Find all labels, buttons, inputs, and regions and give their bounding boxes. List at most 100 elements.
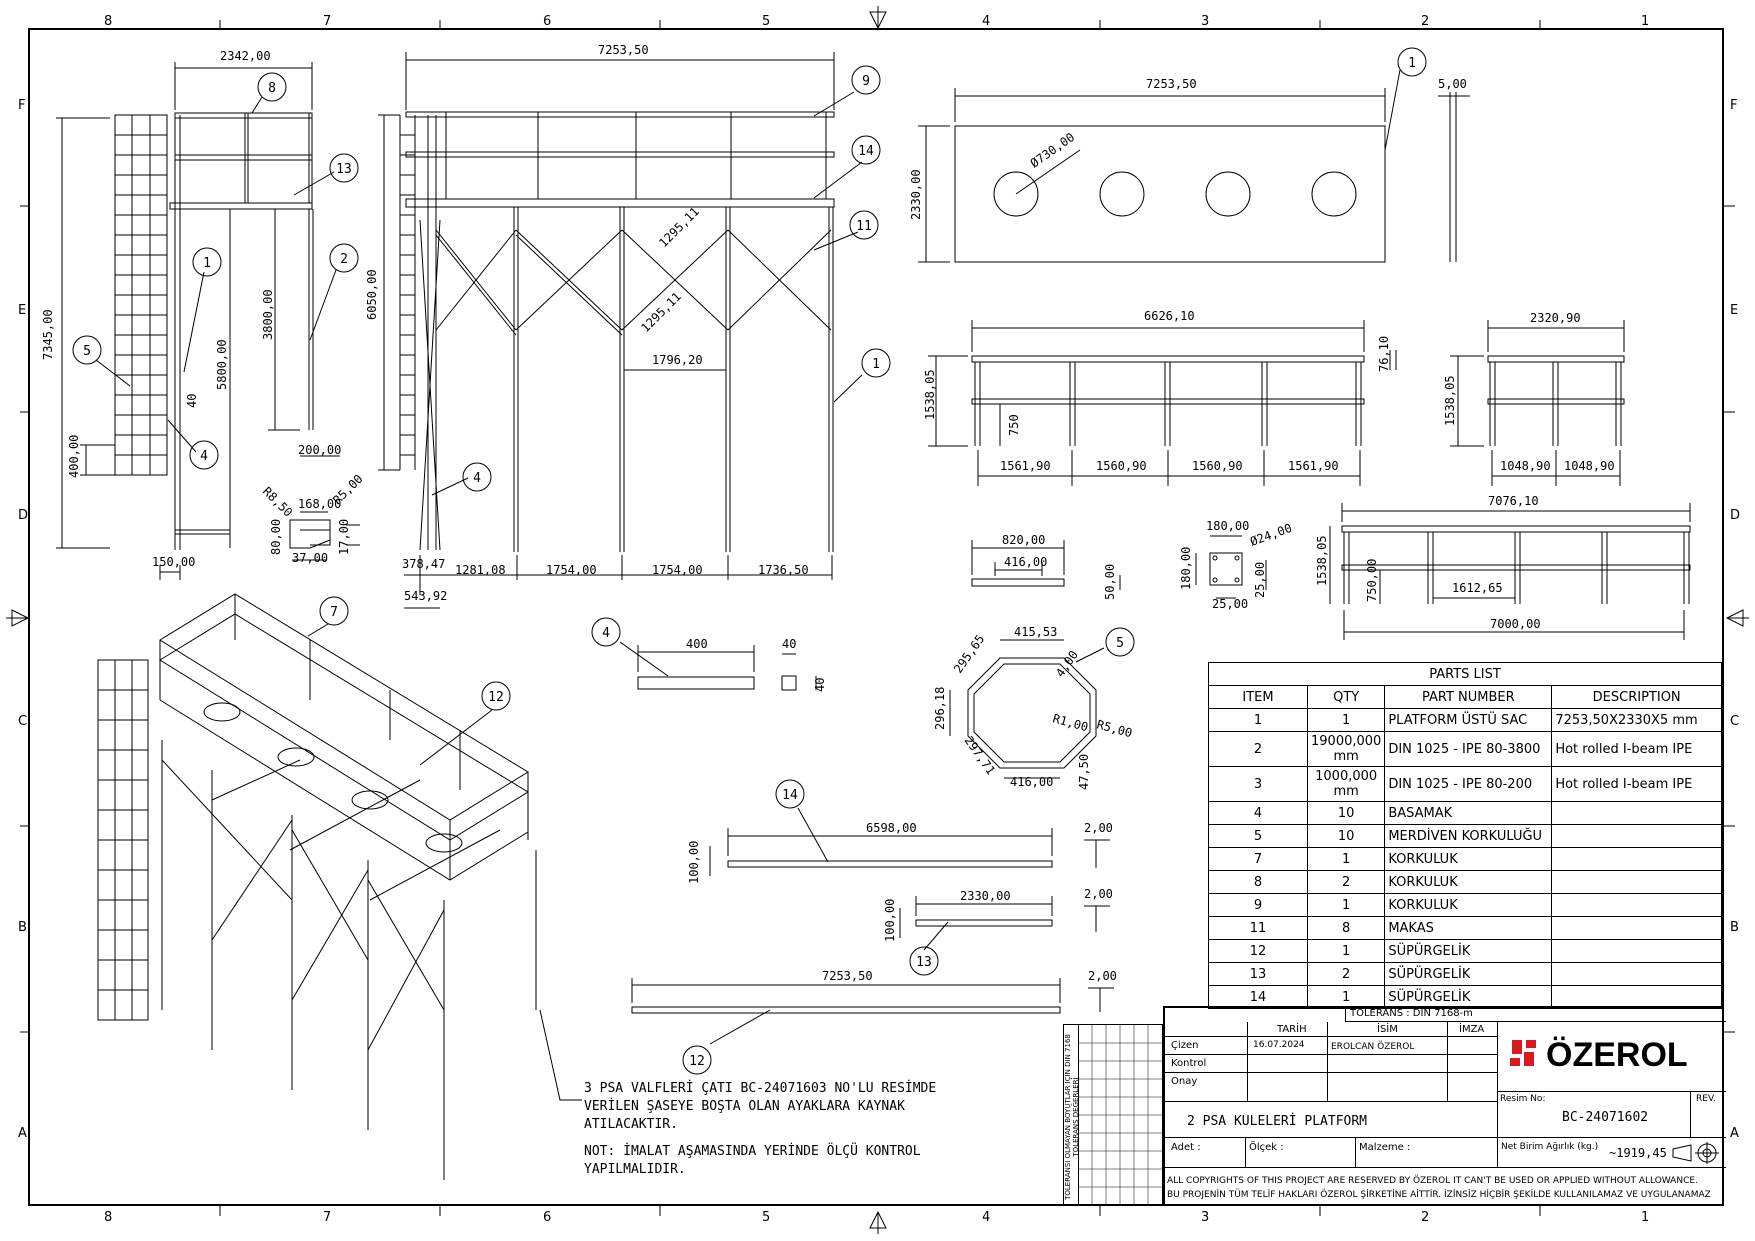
- zone-row: A: [18, 1126, 27, 1141]
- balloon-label: 4: [602, 626, 610, 641]
- dim-label: 1538,05: [1443, 375, 1457, 426]
- parts-list-title: PARTS LIST: [1208, 662, 1722, 686]
- balloon-label: 8: [268, 81, 276, 96]
- toe-boards: [631, 828, 1114, 1014]
- column-header: PART NUMBER: [1384, 685, 1553, 709]
- table-cell: 1000,000 mm: [1306, 766, 1386, 802]
- resim-no-label: Resim No:: [1500, 1094, 1546, 1104]
- table-cell: 12: [1208, 939, 1308, 963]
- table-cell: 2: [1208, 731, 1308, 767]
- drawer-name: EROLCAN ÖZEROL: [1331, 1042, 1415, 1052]
- table-cell: [1551, 916, 1722, 940]
- dim-label: 47,50: [1077, 754, 1091, 790]
- table-cell: 8: [1208, 870, 1308, 894]
- zone-row: F: [18, 98, 26, 113]
- balloon-label: 1: [872, 357, 880, 372]
- balloon-label: 1: [1408, 56, 1416, 71]
- column-header: ITEM: [1208, 685, 1308, 709]
- ladder-cage-octagon: [949, 639, 1097, 779]
- zone-col: 4: [982, 1210, 991, 1225]
- plate-view: [918, 88, 1470, 263]
- imza-header: İMZA: [1459, 1024, 1485, 1035]
- dim-label: 3800,00: [261, 289, 275, 340]
- table-cell: 8: [1306, 916, 1386, 940]
- dim-label: 180,00: [1206, 519, 1249, 533]
- table-cell: DIN 1025 - IPE 80-3800: [1384, 731, 1553, 767]
- zone-col: 3: [1201, 14, 1210, 29]
- table-cell: 1: [1306, 939, 1386, 963]
- table-cell: SÜPÜRGELİK: [1384, 985, 1553, 1009]
- zone-col: 6: [543, 14, 552, 29]
- dim-label: 180,00: [1179, 547, 1193, 590]
- dim-label: 1560,90: [1096, 459, 1147, 473]
- zone-row: E: [1730, 303, 1739, 318]
- table-cell: 11: [1208, 916, 1308, 940]
- logo-text: ÖZEROL: [1546, 1036, 1688, 1074]
- dim-label: 400,00: [67, 435, 81, 478]
- balloon-label: 5: [1116, 636, 1124, 651]
- dim-label: 6050,00: [365, 269, 379, 320]
- dim-label: 1736,50: [758, 563, 809, 577]
- balloon-label: 4: [200, 449, 208, 464]
- isometric-view: [97, 593, 582, 1180]
- dim-label: 6626,10: [1144, 309, 1195, 323]
- table-cell: MAKAS: [1384, 916, 1553, 940]
- balloon-label: 13: [916, 955, 932, 970]
- table-cell: 1: [1306, 985, 1386, 1009]
- kontrol-label: Kontrol: [1171, 1058, 1207, 1069]
- step-detail: [637, 645, 817, 691]
- dim-label: 1295,11: [638, 289, 684, 335]
- dim-label: 7345,00: [41, 309, 55, 360]
- balloon-label: 7: [330, 605, 338, 620]
- table-cell: Hot rolled I-beam IPE: [1551, 766, 1722, 802]
- dim-label: 416,00: [1010, 775, 1053, 789]
- dim-label: 5,00: [1438, 77, 1467, 91]
- drawing-frame: [28, 28, 1724, 1206]
- dim-label: 378,47: [402, 557, 445, 571]
- dim-label: 1538,05: [923, 369, 937, 420]
- dim-label: 80,00: [269, 519, 283, 555]
- olcek-label: Ölçek :: [1249, 1142, 1284, 1153]
- dim-label: 25,00: [1253, 562, 1267, 598]
- zone-col: 5: [762, 1210, 771, 1225]
- dim-label: 1796,20: [652, 353, 703, 367]
- balloon-label: 14: [858, 144, 874, 159]
- table-cell: 9: [1208, 893, 1308, 917]
- zone-col: 2: [1421, 1210, 1430, 1225]
- dim-label: 7253,50: [1146, 77, 1197, 91]
- dim-label: R1,00: [1051, 711, 1090, 734]
- dim-label: 7253,50: [598, 43, 649, 57]
- dim-label: 2,00: [1084, 887, 1113, 901]
- cizen-label: Çizen: [1171, 1040, 1199, 1051]
- projection-symbol-icon: [1672, 1142, 1719, 1164]
- table-cell: 7: [1208, 847, 1308, 871]
- dim-label: 7076,10: [1488, 494, 1539, 508]
- table-cell: 4: [1208, 801, 1308, 825]
- table-cell: 10: [1306, 801, 1386, 825]
- zone-row: C: [18, 714, 28, 729]
- dim-label: 1048,90: [1500, 459, 1551, 473]
- column-header: QTY: [1306, 685, 1386, 709]
- zone-col: 5: [762, 14, 771, 29]
- zone-row: D: [1730, 508, 1741, 523]
- table-cell: KORKULUK: [1384, 893, 1553, 917]
- dim-label: 415,53: [1014, 625, 1057, 639]
- dim-label: 1048,90: [1564, 459, 1615, 473]
- zone-col: 4: [982, 14, 991, 29]
- table-cell: 1: [1208, 708, 1308, 732]
- dim-label: 2320,90: [1530, 311, 1581, 325]
- dim-label: Ø24,00: [1248, 521, 1294, 549]
- table-cell: [1551, 939, 1722, 963]
- onay-label: Onay: [1171, 1076, 1198, 1087]
- zone-col: 7: [323, 14, 332, 29]
- dim-label: 17,00: [337, 519, 351, 555]
- dim-label: 1612,65: [1452, 581, 1503, 595]
- dim-label: 200,00: [298, 443, 341, 457]
- zone-col: 1: [1641, 14, 1650, 29]
